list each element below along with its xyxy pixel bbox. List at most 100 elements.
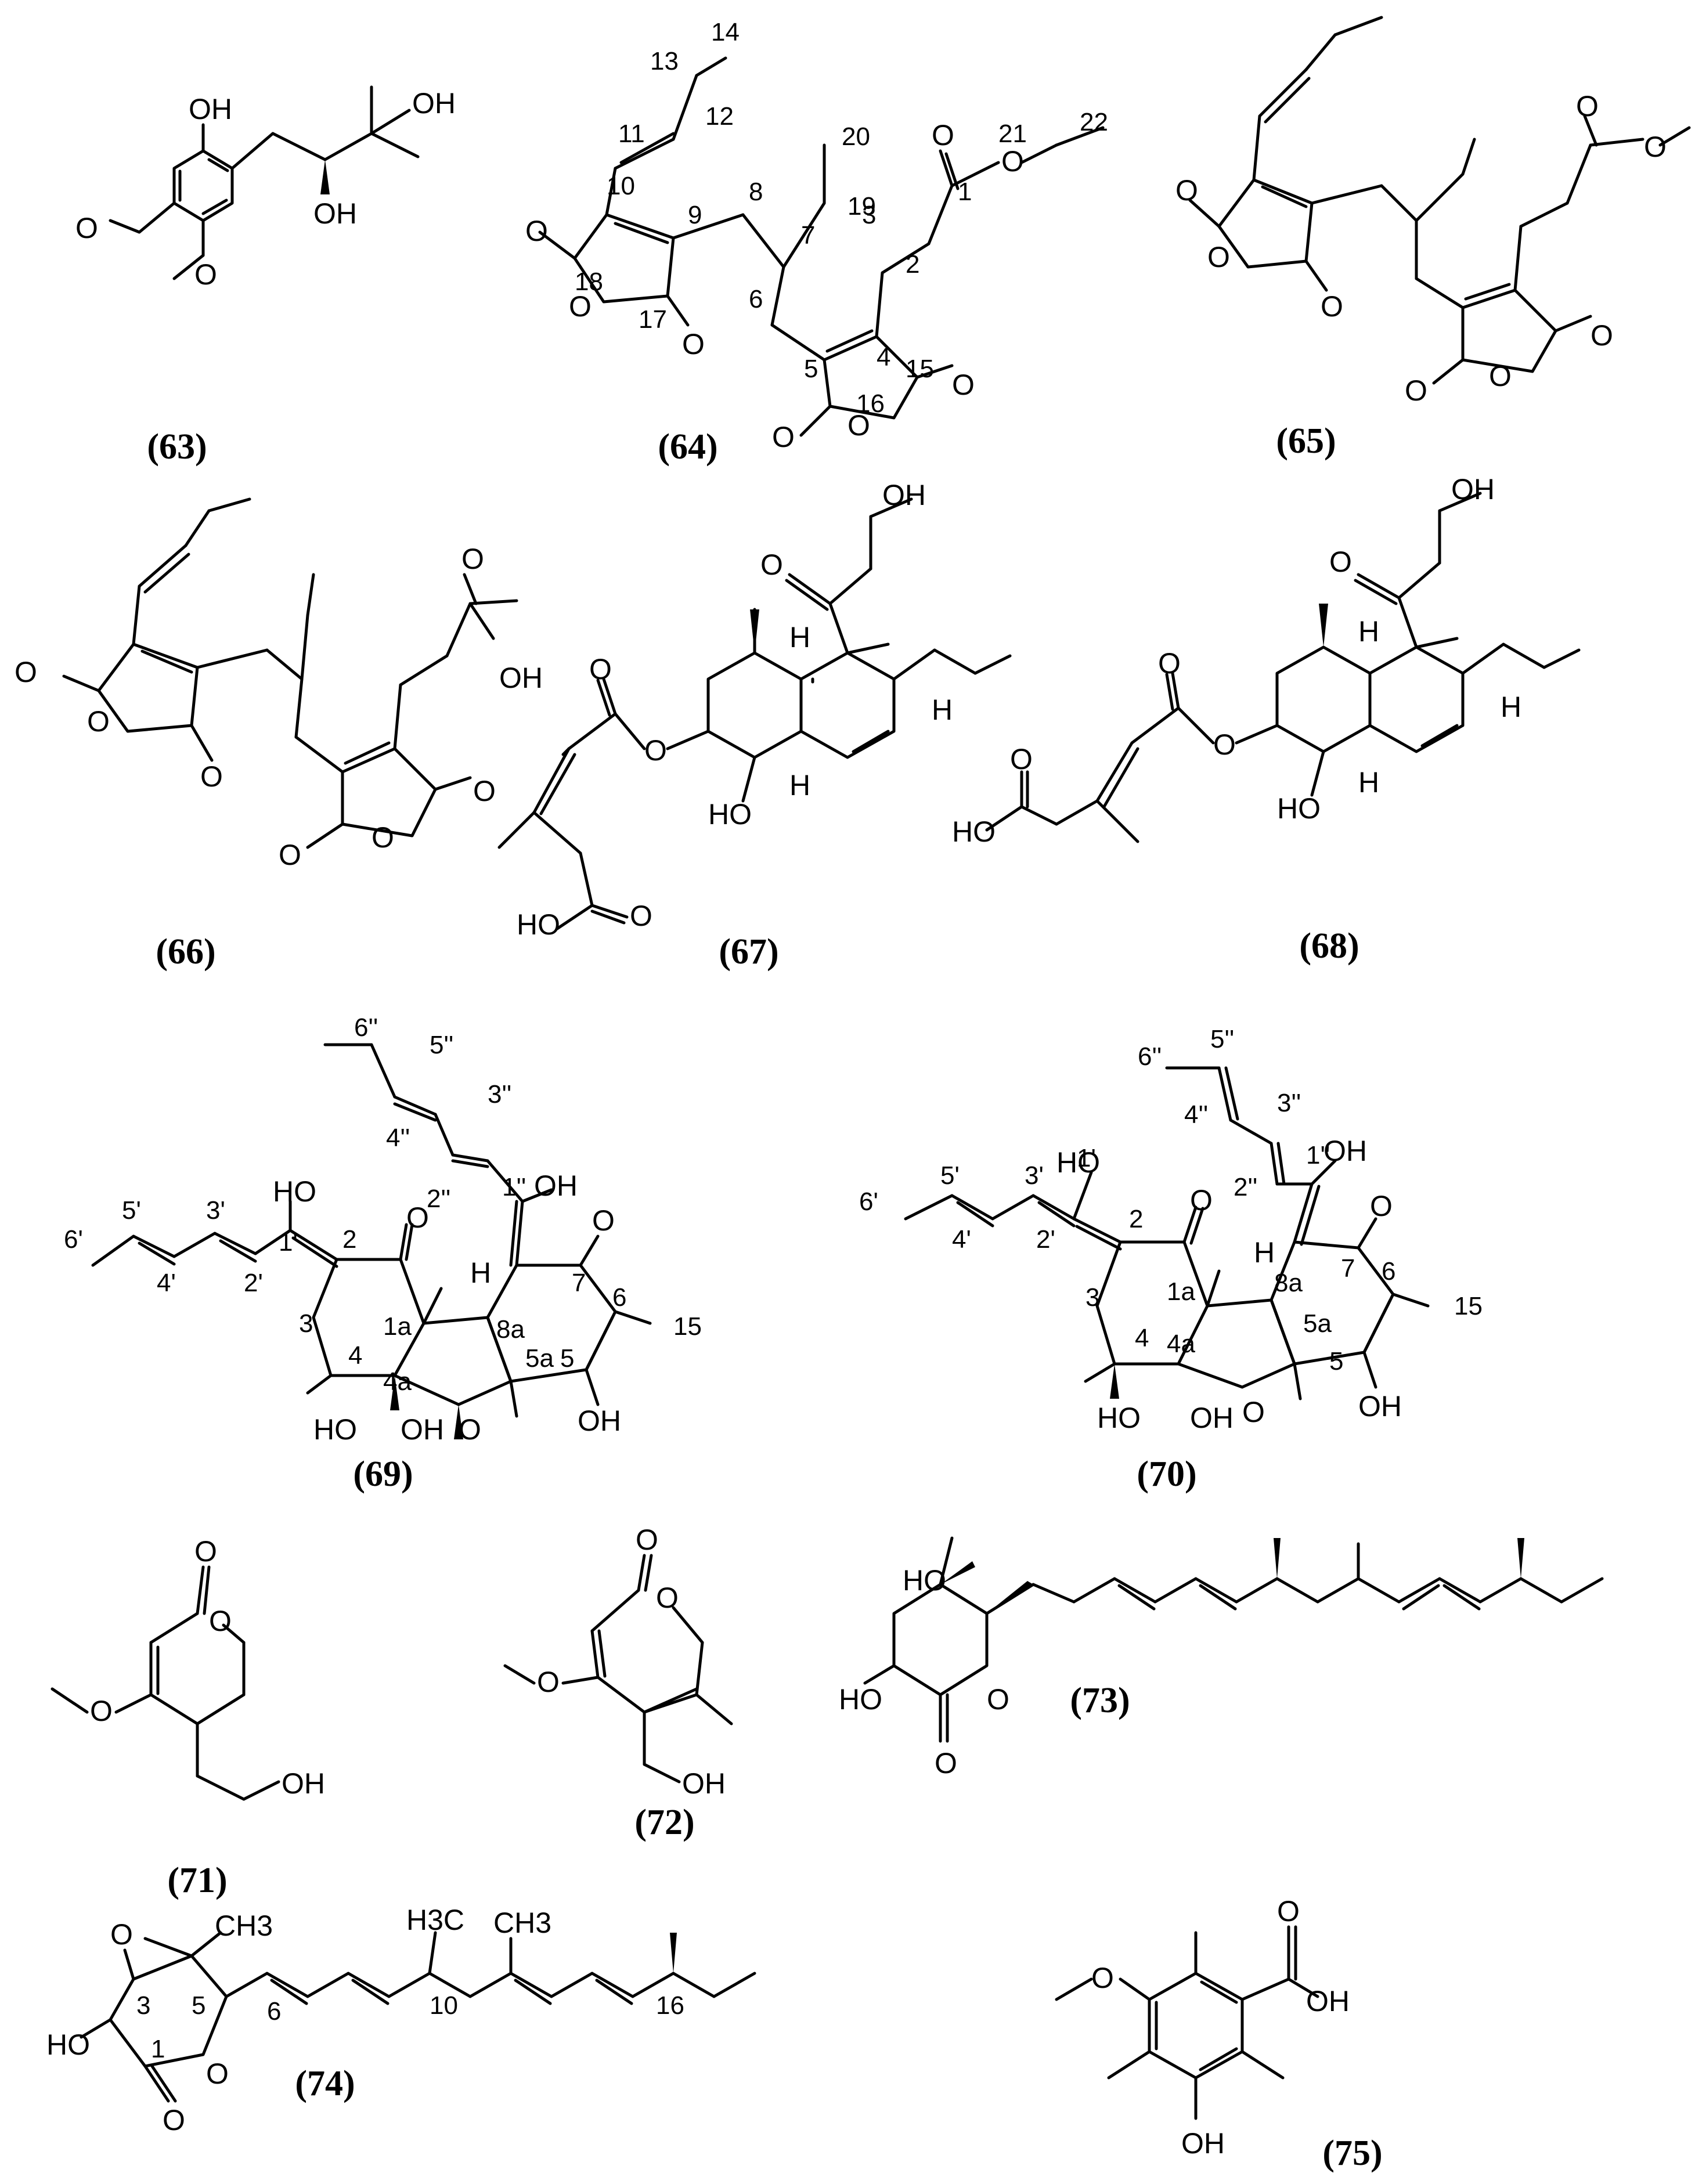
locant: 6'	[64, 1225, 83, 1254]
locant: 4''	[1184, 1100, 1208, 1129]
locant: 14	[711, 18, 740, 46]
atom-label: OH	[578, 1405, 621, 1437]
atom-label: O	[525, 215, 548, 247]
locant: 15	[906, 355, 934, 383]
atom-label: H	[789, 621, 810, 654]
atom-label: O	[1175, 174, 1198, 207]
atom-label: O	[200, 760, 223, 793]
atom-label: O	[194, 1535, 217, 1568]
compound-id: (67)	[719, 932, 778, 972]
locant: 6'	[859, 1187, 878, 1216]
atom-label: HO	[46, 2028, 90, 2061]
atom-label: O	[87, 705, 110, 738]
locant: 1	[151, 2035, 165, 2063]
atom-label: OH	[189, 93, 232, 125]
compound-id: (71)	[167, 1861, 227, 1900]
atom-label: O	[644, 734, 667, 767]
locant: 1''	[1306, 1141, 1330, 1169]
atom-label: H	[789, 769, 810, 802]
locant: 2'	[1036, 1225, 1055, 1254]
atom-label: HO	[517, 908, 560, 941]
atom-label: O	[1158, 647, 1181, 680]
locant: 5	[560, 1344, 574, 1373]
locant: 1	[958, 178, 972, 206]
locant: 11	[618, 120, 645, 148]
compound-68: OH O H H H O O HO HO O (68)	[952, 473, 1581, 966]
atom-label: O	[952, 369, 975, 401]
locant: 4	[877, 343, 890, 371]
atom-label: H	[1358, 615, 1379, 648]
locant: 19	[848, 192, 876, 221]
compound-id: (63)	[147, 427, 207, 467]
atom-label: O	[15, 656, 37, 688]
atom-label: O	[569, 290, 592, 323]
locant: 5''	[1210, 1025, 1234, 1053]
atom-label: O	[90, 1695, 113, 1727]
locant: 6	[267, 1997, 281, 2026]
locant: 1''	[502, 1173, 526, 1201]
atom-label: O	[372, 821, 394, 854]
locant: 15	[673, 1312, 702, 1341]
compound-id: (68)	[1299, 926, 1359, 966]
atom-label: HO	[708, 798, 752, 831]
compound-id: (66)	[156, 932, 215, 972]
locant: 1a	[383, 1312, 412, 1341]
atom-label: OH	[682, 1767, 726, 1800]
locant: 2	[342, 1225, 356, 1254]
atom-label: O	[987, 1683, 1009, 1716]
atom-label: O	[935, 1747, 957, 1779]
atom-label: O	[589, 653, 612, 685]
compound-id: (70)	[1137, 1454, 1196, 1494]
atom-label: OH	[1323, 1135, 1367, 1167]
atom-label: O	[206, 2057, 229, 2090]
atom-label: HO	[839, 1683, 882, 1716]
locant: 2''	[427, 1185, 450, 1213]
atom-label: O	[75, 212, 98, 244]
compound-id: (72)	[634, 1803, 694, 1842]
locant: 5a	[525, 1344, 554, 1373]
locant: 3	[1085, 1283, 1099, 1312]
locant: 1'	[279, 1228, 298, 1257]
atom-label: H	[1358, 766, 1379, 799]
compound-64: O O O O O O O O 1 2 3 4 5 6 7 8 9 10 11 …	[525, 18, 1108, 467]
compound-id: (69)	[353, 1454, 413, 1494]
atom-label: OH	[534, 1169, 578, 1202]
locant: 12	[705, 102, 734, 131]
locant: 3	[862, 201, 876, 229]
locant: 8a	[1274, 1269, 1303, 1297]
locant: 3'	[1025, 1161, 1044, 1190]
locant: 2''	[1234, 1173, 1257, 1201]
locant: 6''	[354, 1013, 378, 1042]
locant: 6	[612, 1283, 626, 1312]
compound-id: (74)	[295, 2064, 355, 2103]
atom-label: O	[1190, 1184, 1213, 1216]
locant: 5'	[122, 1196, 141, 1225]
atom-label: O	[209, 1605, 232, 1637]
atom-label: O	[1329, 546, 1352, 578]
compound-65: O O O O O O O O (65)	[1175, 16, 1691, 461]
atom-label: O	[194, 258, 217, 291]
atom-label: HO	[1277, 792, 1321, 825]
locant: 10	[430, 1991, 458, 2020]
locant: 4a	[383, 1367, 412, 1396]
locant: 18	[575, 268, 603, 296]
locant: 8	[749, 178, 763, 206]
locant: 6''	[1138, 1042, 1162, 1071]
locant: 5''	[430, 1031, 453, 1059]
atom-label: CH3	[493, 1907, 551, 1939]
atom-label: O	[760, 548, 783, 581]
locant: 3''	[1277, 1089, 1301, 1117]
atom-label: O	[163, 2104, 185, 2136]
atom-label: HO	[273, 1175, 316, 1208]
atom-label: O	[1277, 1895, 1300, 1927]
locant: 7	[801, 221, 815, 250]
atom-label: OH	[282, 1767, 325, 1800]
locant: 5	[1329, 1347, 1343, 1376]
locant: 3	[136, 1991, 150, 2020]
atom-label: O	[473, 775, 496, 807]
locant: 4a	[1167, 1330, 1195, 1358]
atom-label: O	[932, 119, 954, 151]
atom-label: O	[1644, 131, 1667, 163]
atom-label: H3C	[406, 1904, 464, 1936]
locant: 8a	[496, 1315, 525, 1344]
